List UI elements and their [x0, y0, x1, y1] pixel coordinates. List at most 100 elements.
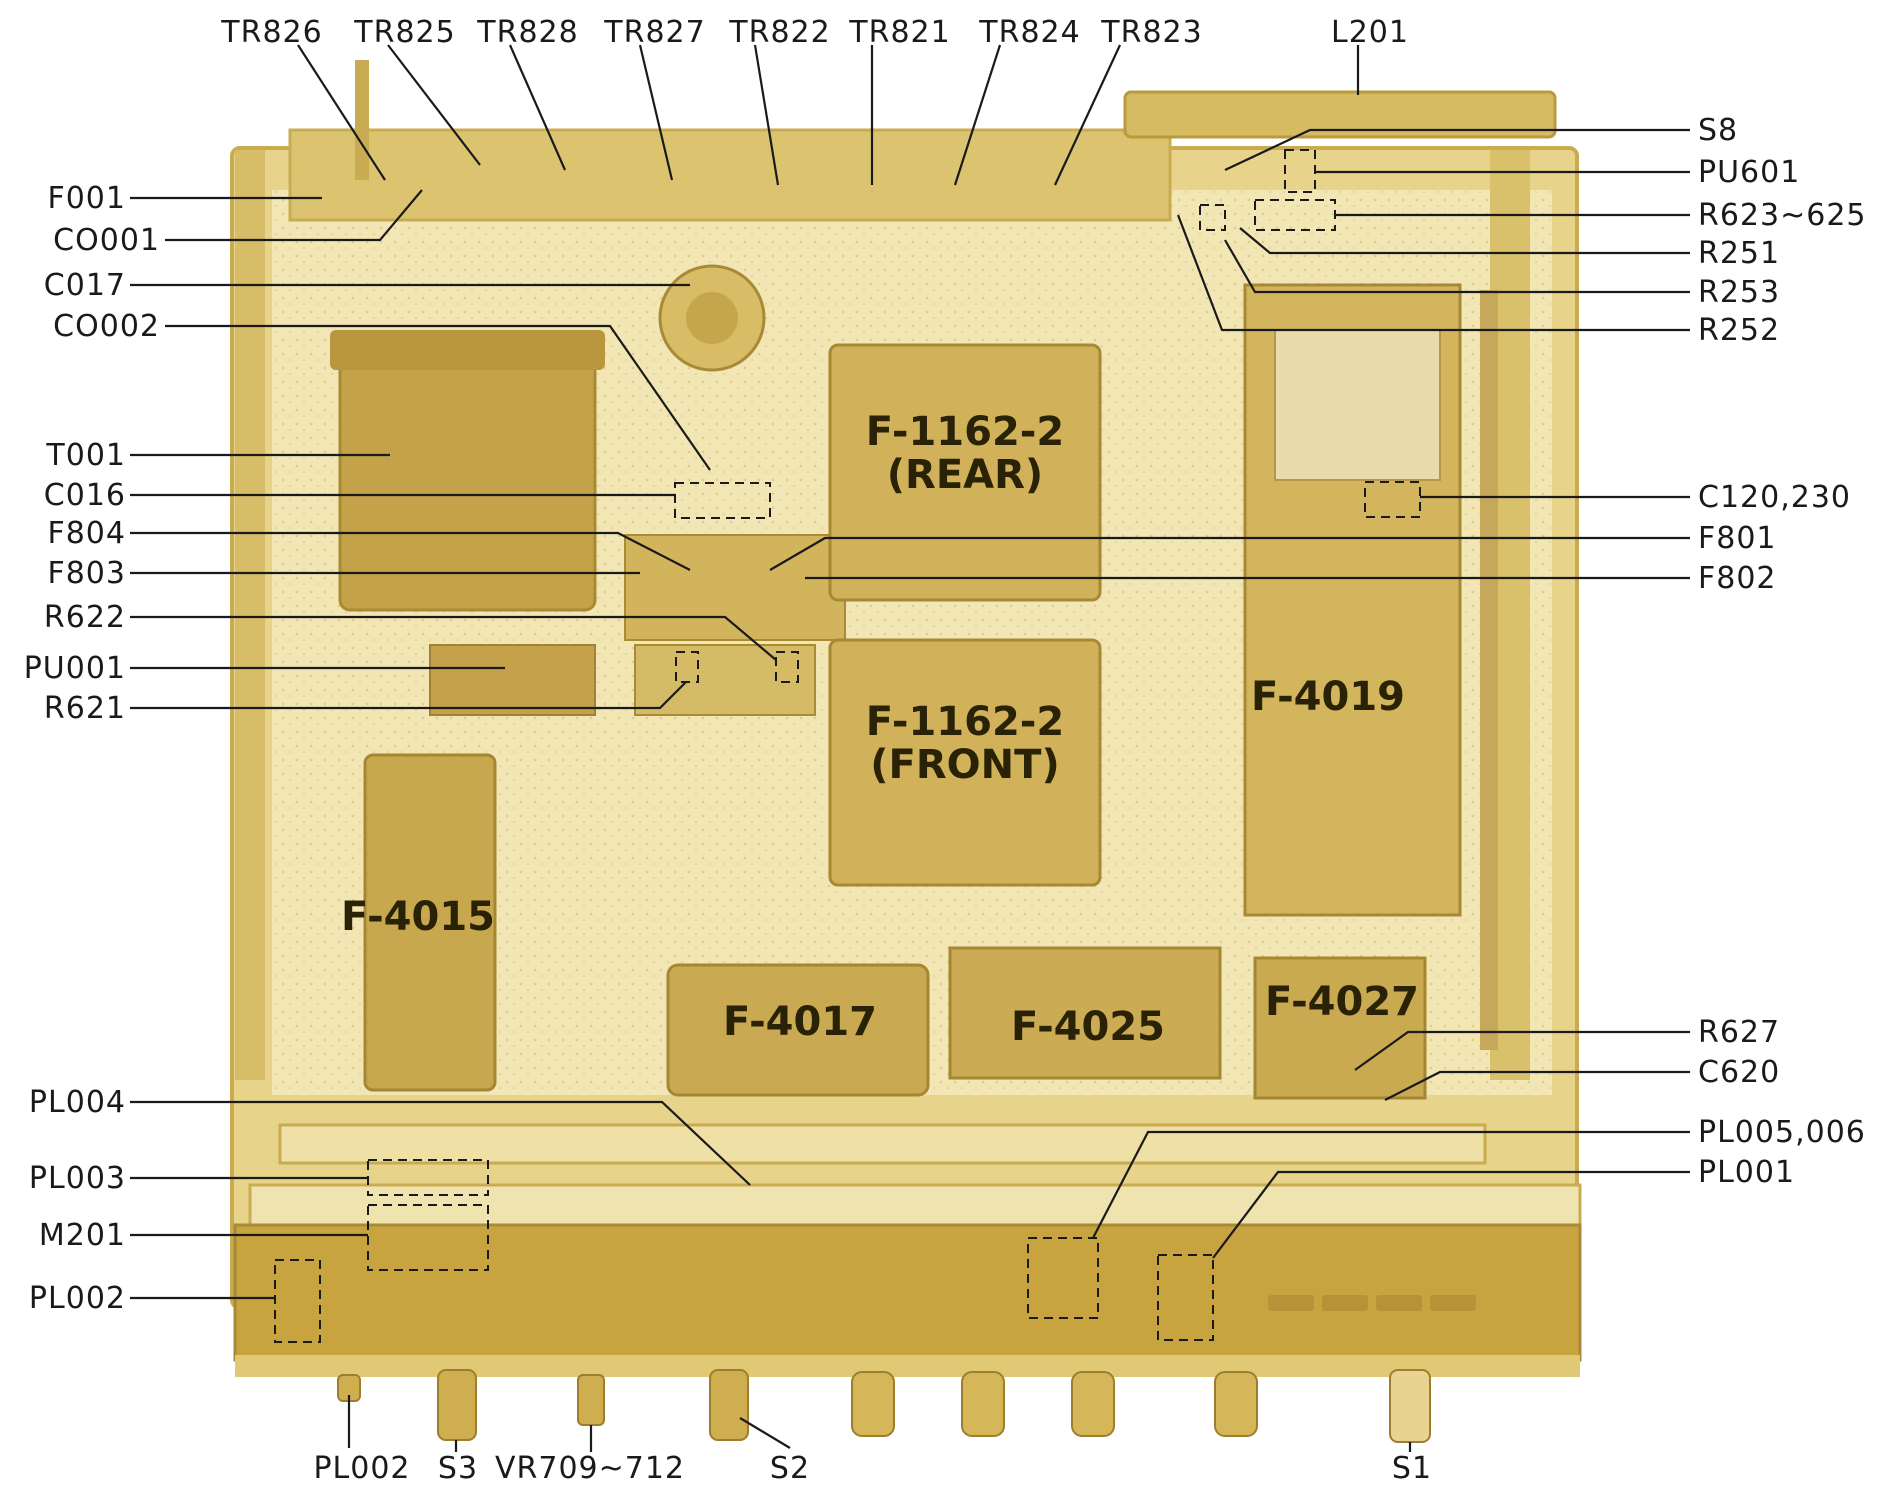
label-s1: S1 — [1392, 1451, 1432, 1486]
left-labels: F001 CO001 C017 CO002 T001 C016 F804 F80… — [24, 181, 160, 1316]
label-pl002-bottom: PL002 — [313, 1451, 410, 1486]
board-f1162-front — [828, 638, 1102, 887]
label-pl005: PL005,006 — [1698, 1115, 1866, 1150]
leader-r627 — [1354, 1030, 1690, 1071]
board-f4015 — [363, 753, 497, 1092]
board-f1162-rear — [828, 343, 1102, 602]
push-button-2 — [1322, 1295, 1368, 1311]
label-r252: R252 — [1698, 313, 1780, 348]
board-label-f4025: F-4025 — [1011, 1004, 1165, 1050]
board-label-f4015: F-4015 — [341, 894, 495, 940]
label-pl001: PL001 — [1698, 1155, 1795, 1190]
leader-c620 — [1384, 1070, 1690, 1101]
label-f001: F001 — [47, 181, 126, 216]
push-button-1 — [1268, 1295, 1314, 1311]
label-s8: S8 — [1698, 113, 1738, 148]
leader-tr825 — [387, 44, 481, 166]
board-label-f1162-front-sub: (FRONT) — [870, 742, 1059, 788]
outline-pl001 — [1157, 1254, 1214, 1341]
knob-vr709 — [577, 1374, 605, 1426]
label-f804: F804 — [47, 516, 126, 551]
left-side-rail — [235, 150, 265, 1080]
label-tr827: TR827 — [603, 15, 705, 50]
label-f801: F801 — [1698, 521, 1777, 556]
leader-r622 — [130, 615, 777, 661]
board-label-f4027: F-4027 — [1265, 979, 1419, 1025]
leader-co002 — [165, 324, 711, 471]
outline-pl005 — [1027, 1237, 1099, 1319]
leader-r251 — [1239, 227, 1690, 255]
board-f4025 — [948, 946, 1222, 1080]
label-tr822: TR822 — [728, 15, 830, 50]
label-m201: M201 — [39, 1218, 126, 1253]
leader-tr826 — [297, 44, 386, 181]
transformer-frame — [330, 330, 605, 370]
label-s2: S2 — [770, 1451, 810, 1486]
label-co001: CO001 — [53, 223, 160, 258]
leader-pl001 — [1212, 1170, 1690, 1259]
label-r627: R627 — [1698, 1015, 1780, 1050]
pu001-block — [429, 644, 596, 716]
front-panel — [233, 1223, 1582, 1362]
label-tr828: TR828 — [476, 15, 578, 50]
board-f4019-top — [1274, 329, 1441, 481]
push-button-3 — [1376, 1295, 1422, 1311]
label-r251: R251 — [1698, 236, 1780, 271]
label-f803: F803 — [47, 556, 126, 591]
rear-panel — [288, 128, 1172, 222]
leader-s8 — [1224, 128, 1690, 171]
leader-tr822 — [753, 44, 780, 186]
board-label-f4017: F-4017 — [723, 999, 877, 1045]
outline-r251 — [1199, 204, 1226, 231]
leader-r621 — [130, 681, 687, 710]
leader-tr827 — [638, 44, 674, 181]
antenna-post — [355, 60, 369, 180]
label-pu001: PU001 — [24, 651, 126, 686]
board-label-f1162-front: F-1162-2 — [866, 699, 1064, 745]
label-s3: S3 — [438, 1451, 478, 1486]
knob-8 — [1214, 1371, 1258, 1437]
knob-s2 — [709, 1369, 749, 1441]
front-panel-lip — [235, 1355, 1580, 1377]
board-names: F-1162-2 (REAR) F-1162-2 (FRONT) F-4019 … — [341, 409, 1419, 1050]
leader-lines — [130, 44, 1690, 1452]
label-tr825: TR825 — [353, 15, 455, 50]
label-r621: R621 — [44, 691, 126, 726]
leader-r253 — [1224, 239, 1690, 294]
leader-pl005 — [1092, 1130, 1690, 1239]
rear-heatsink — [1123, 90, 1557, 139]
label-c620: C620 — [1698, 1055, 1780, 1090]
knob-s3 — [437, 1369, 477, 1441]
outline-c016 — [674, 482, 771, 519]
label-t001: T001 — [45, 438, 126, 473]
capacitor-c017-top — [686, 292, 738, 344]
label-tr824: TR824 — [978, 15, 1080, 50]
push-button-4 — [1430, 1295, 1476, 1311]
knob-5 — [851, 1371, 895, 1437]
top-labels: TR826 TR825 TR828 TR827 TR822 TR821 TR82… — [220, 15, 1409, 50]
leader-s2 — [739, 1417, 791, 1449]
board-f4027 — [1253, 956, 1427, 1100]
label-tr823: TR823 — [1100, 15, 1202, 50]
label-r253: R253 — [1698, 275, 1780, 310]
outline-r622 — [775, 651, 799, 683]
board-label-f4019: F-4019 — [1251, 674, 1405, 720]
board-label-f1162-rear-sub: (REAR) — [887, 452, 1043, 498]
label-co002: CO002 — [53, 309, 160, 344]
label-pl004: PL004 — [29, 1085, 126, 1120]
label-c120: C120,230 — [1698, 480, 1851, 515]
knob-7 — [1071, 1371, 1115, 1437]
label-r623: R623~625 — [1698, 198, 1867, 233]
knob-s1 — [1389, 1369, 1431, 1443]
label-l201: L201 — [1331, 15, 1409, 50]
label-tr826: TR826 — [220, 15, 322, 50]
outline-pl002 — [274, 1259, 321, 1343]
board-label-f1162-rear: F-1162-2 — [866, 409, 1064, 455]
right-side-rail-inner — [1480, 290, 1498, 1050]
label-r622: R622 — [44, 600, 126, 635]
outline-r621 — [675, 651, 699, 683]
leader-tr823 — [1054, 44, 1121, 186]
right-labels: S8 PU601 R623~625 R251 R253 R252 C120,23… — [1698, 113, 1867, 1190]
outline-m201 — [367, 1204, 489, 1271]
leader-tr828 — [508, 44, 567, 171]
